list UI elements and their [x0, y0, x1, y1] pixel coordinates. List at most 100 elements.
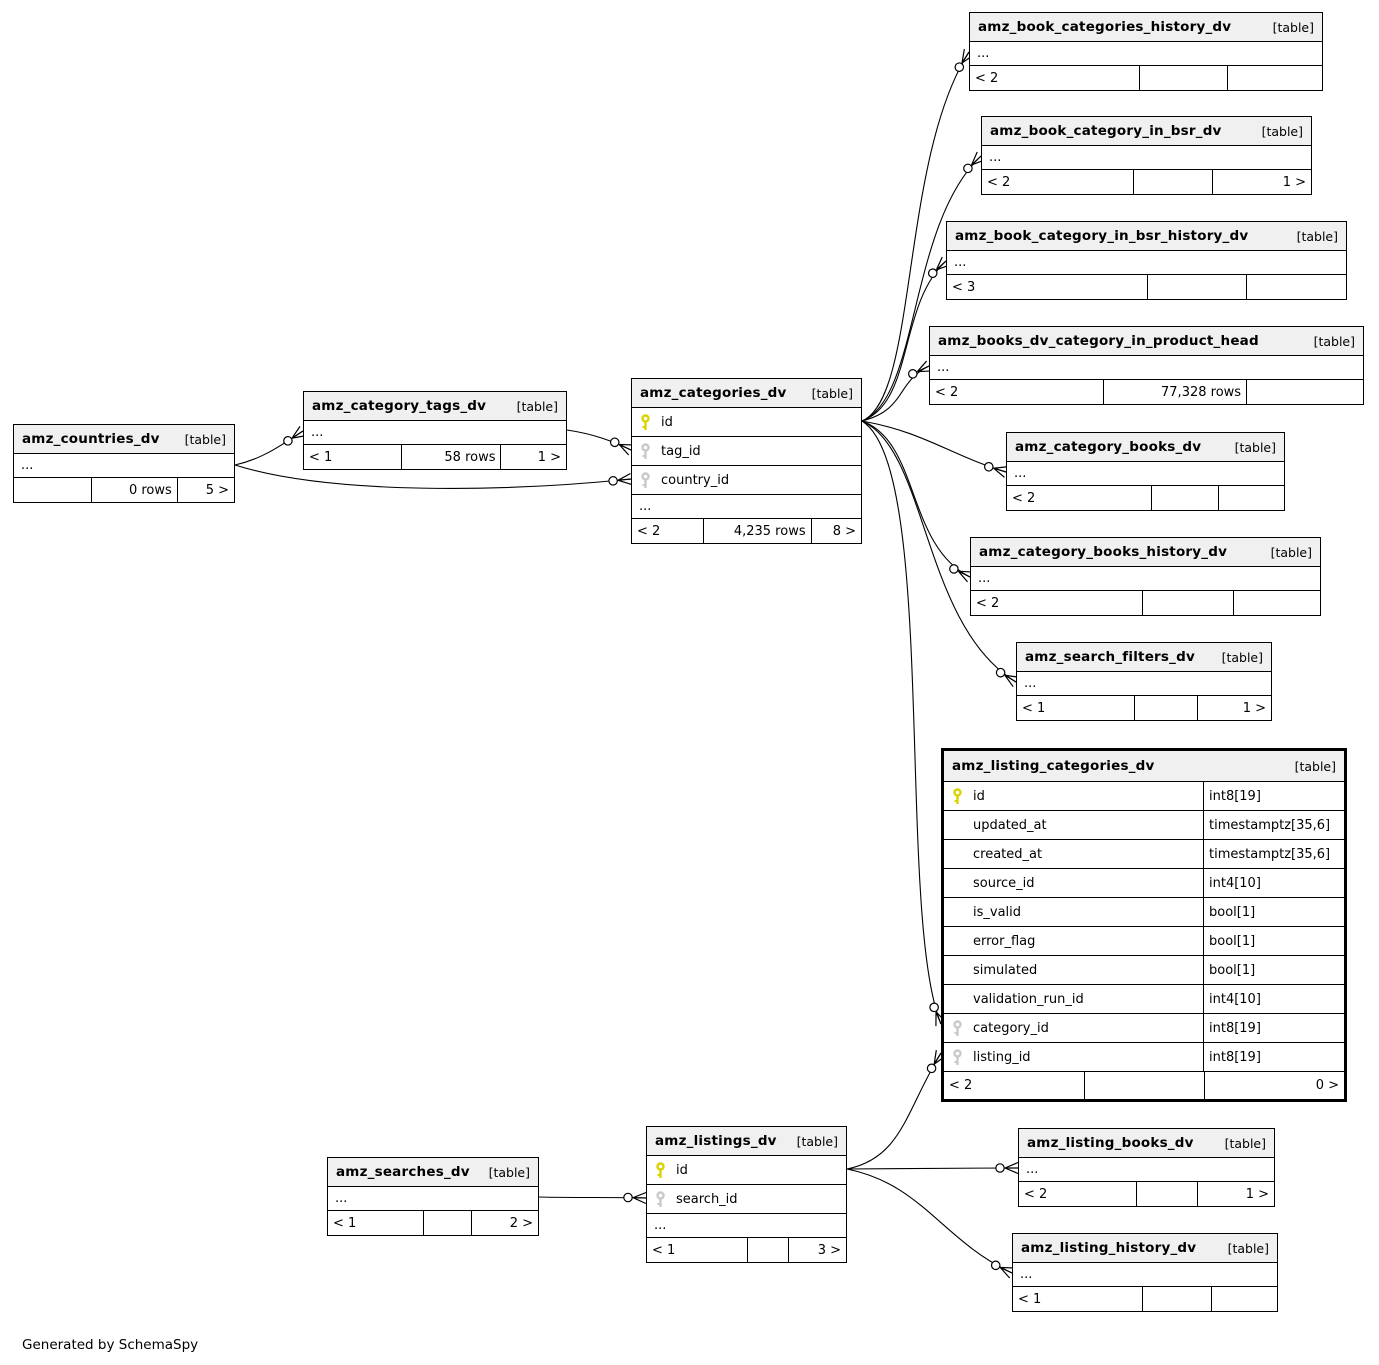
table-node-amz-categories-dv[interactable]: amz_categories_dv [table] id tag_id coun…: [631, 378, 862, 544]
child-count: 2 >: [470, 1211, 538, 1235]
column-row: validation_run_id int4[10]: [944, 985, 1344, 1014]
table-node-amz-books-dv-category-in-product-head[interactable]: amz_books_dv_category_in_product_head [t…: [929, 326, 1364, 405]
row-count: [1142, 591, 1233, 615]
child-count: [1246, 380, 1363, 404]
column-row: created_at timestamptz[35,6]: [944, 840, 1344, 869]
columns-ellipsis: ...: [1019, 1158, 1274, 1182]
table-node-amz-book-category-in-bsr-dv[interactable]: amz_book_category_in_bsr_dv [table] ... …: [981, 116, 1312, 195]
child-count: [1217, 486, 1285, 510]
table-node-amz-countries-dv[interactable]: amz_countries_dv [table] ... 0 rows 5 >: [13, 424, 235, 503]
column-name: country_id: [661, 472, 730, 488]
ellipsis-text: ...: [989, 150, 1002, 165]
ellipsis-text: ...: [977, 46, 990, 61]
edge-listings-listing-books: [846, 1161, 1019, 1175]
table-name: amz_book_categories_history_dv: [978, 19, 1232, 35]
column-row: simulated bool[1]: [944, 956, 1344, 985]
columns-ellipsis: ...: [1013, 1263, 1277, 1287]
column-name: listing_id: [973, 1049, 1031, 1065]
table-badge: [table]: [1234, 439, 1276, 455]
table-name: amz_listing_categories_dv: [952, 758, 1155, 774]
table-header[interactable]: amz_book_category_in_bsr_dv [table]: [982, 117, 1311, 146]
parent-count: < 1: [309, 449, 333, 465]
table-node-amz-listing-history-dv[interactable]: amz_listing_history_dv [table] ... < 1: [1012, 1233, 1278, 1312]
table-header[interactable]: amz_searches_dv [table]: [328, 1158, 538, 1187]
table-name: amz_search_filters_dv: [1025, 649, 1195, 665]
parent-count: < 3: [952, 279, 976, 295]
child-count: 5 >: [176, 478, 234, 502]
table-badge: [table]: [811, 385, 853, 401]
table-footer: < 1 58 rows 1 >: [304, 445, 566, 469]
table-badge: [table]: [184, 431, 226, 447]
table-header[interactable]: amz_listing_categories_dv [table]: [944, 751, 1344, 782]
table-node-amz-book-category-in-bsr-history-dv[interactable]: amz_book_category_in_bsr_history_dv [tab…: [946, 221, 1347, 300]
table-header[interactable]: amz_categories_dv [table]: [632, 379, 861, 408]
row-count: [1151, 486, 1217, 510]
ellipsis-text: ...: [311, 425, 324, 440]
column-name: id: [973, 788, 985, 804]
column-type: int4[10]: [1203, 985, 1344, 1013]
column-row: id: [647, 1156, 846, 1185]
generator-note: Generated by SchemaSpy: [22, 1337, 199, 1353]
column-row: id: [632, 408, 861, 437]
table-badge: [table]: [1261, 123, 1303, 139]
table-footer: < 2: [1007, 486, 1284, 510]
table-name: amz_category_books_dv: [1015, 439, 1202, 455]
child-count: 8 >: [810, 519, 861, 543]
column-name: simulated: [973, 962, 1038, 978]
column-name: id: [661, 414, 673, 430]
columns-ellipsis: ...: [970, 42, 1322, 66]
row-count: 4,235 rows: [702, 519, 811, 543]
column-name: source_id: [973, 875, 1035, 891]
table-header[interactable]: amz_countries_dv [table]: [14, 425, 234, 454]
edge-countries-categories: [234, 464, 632, 489]
table-header[interactable]: amz_listing_books_dv [table]: [1019, 1129, 1274, 1158]
edge-categories-category-books: [861, 420, 1008, 478]
table-node-amz-search-filters-dv[interactable]: amz_search_filters_dv [table] ... < 1 1 …: [1016, 642, 1272, 721]
edge-categories-book-category-in-bsr: [861, 151, 985, 422]
column-row: error_flag bool[1]: [944, 927, 1344, 956]
table-header[interactable]: amz_search_filters_dv [table]: [1017, 643, 1271, 672]
columns-ellipsis: ...: [304, 421, 566, 445]
column-type: timestamptz[35,6]: [1203, 811, 1344, 839]
table-header[interactable]: amz_books_dv_category_in_product_head [t…: [930, 327, 1363, 356]
ellipsis-text: ...: [1024, 676, 1037, 691]
table-node-amz-category-books-history-dv[interactable]: amz_category_books_history_dv [table] ..…: [970, 537, 1321, 616]
table-footer: < 2: [970, 66, 1322, 90]
table-header[interactable]: amz_category_books_dv [table]: [1007, 433, 1284, 462]
table-header[interactable]: amz_category_tags_dv [table]: [304, 392, 566, 421]
table-name: amz_countries_dv: [22, 431, 160, 447]
table-node-amz-listing-books-dv[interactable]: amz_listing_books_dv [table] ... < 2 1 >: [1018, 1128, 1275, 1207]
table-node-amz-searches-dv[interactable]: amz_searches_dv [table] ... < 1 2 >: [327, 1157, 539, 1236]
table-node-amz-listings-dv[interactable]: amz_listings_dv [table] id search_id ...…: [646, 1126, 847, 1263]
table-node-amz-listing-categories-dv[interactable]: amz_listing_categories_dv [table] id int…: [941, 748, 1347, 1102]
table-header[interactable]: amz_book_categories_history_dv [table]: [970, 13, 1322, 42]
table-header[interactable]: amz_book_category_in_bsr_history_dv [tab…: [947, 222, 1346, 251]
foreign-key-icon: [641, 442, 650, 459]
column-type: bool[1]: [1203, 927, 1344, 955]
parent-count: < 1: [333, 1215, 357, 1231]
parent-count: < 2: [976, 595, 1000, 611]
table-footer: < 1 2 >: [328, 1211, 538, 1235]
table-header[interactable]: amz_category_books_history_dv [table]: [971, 538, 1320, 567]
column-name: error_flag: [973, 933, 1036, 949]
column-row: country_id: [632, 466, 861, 495]
ellipsis-text: ...: [954, 255, 967, 270]
columns-ellipsis: ...: [971, 567, 1320, 591]
column-type: int8[19]: [1203, 1014, 1344, 1042]
edge-category-tags-categories: [566, 429, 634, 456]
table-badge: [table]: [1296, 228, 1338, 244]
child-count: 0 >: [1204, 1072, 1344, 1099]
column-type: timestamptz[35,6]: [1203, 840, 1344, 868]
table-header[interactable]: amz_listings_dv [table]: [647, 1127, 846, 1156]
column-name: is_valid: [973, 904, 1022, 920]
column-row: tag_id: [632, 437, 861, 466]
row-count: [1142, 1287, 1211, 1311]
table-node-amz-book-categories-history-dv[interactable]: amz_book_categories_history_dv [table] .…: [969, 12, 1323, 91]
table-node-amz-category-books-dv[interactable]: amz_category_books_dv [table] ... < 2: [1006, 432, 1285, 511]
ellipsis-text: ...: [937, 360, 950, 375]
table-node-amz-category-tags-dv[interactable]: amz_category_tags_dv [table] ... < 1 58 …: [303, 391, 567, 470]
table-header[interactable]: amz_listing_history_dv [table]: [1013, 1234, 1277, 1263]
row-count: [1138, 66, 1227, 90]
columns-ellipsis: ...: [1017, 672, 1271, 696]
